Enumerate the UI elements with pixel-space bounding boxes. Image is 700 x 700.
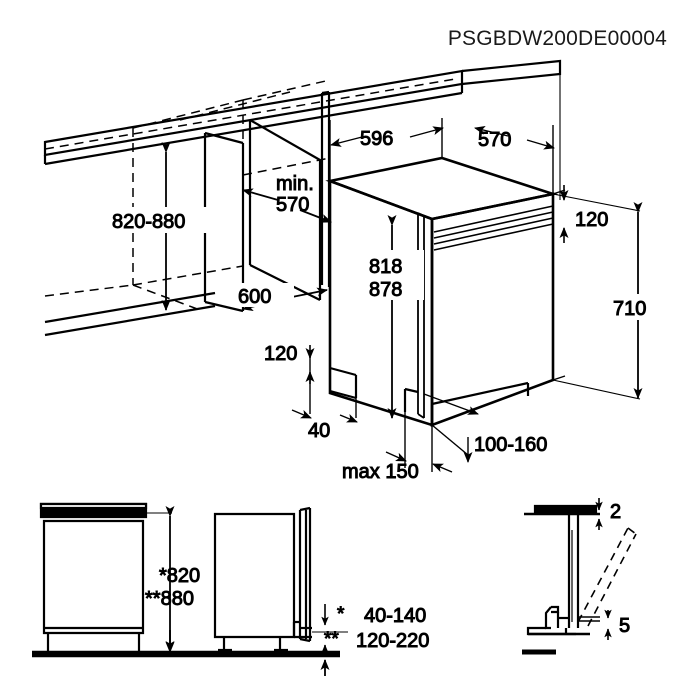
detail-gap-line [578,616,600,622]
dim-label-door-top-gap: 120 [575,209,608,231]
legend-marker-single: * [337,604,345,625]
ground-baseline [32,649,556,658]
dim-label-min-570: 570 [276,194,309,216]
dim-plinth-setback [291,356,358,423]
front-view-worktop [39,502,148,519]
detail-open-door-ghost [577,527,637,627]
worktop-slab [43,69,464,166]
dim-label-detail-top: 2 [610,501,621,523]
side-view-feet [218,637,288,652]
worktop-hidden-edges [44,78,456,150]
dim-label-detail-bottom: 5 [619,615,630,637]
dim-label-door-panel-height: 710 [613,298,646,320]
dim-front-height [143,506,175,653]
dim-label-front-height-star: *820 [159,565,200,587]
dim-label-plinth-setback: 40 [308,420,330,442]
dim-label-foot-adjust: 100-160 [474,434,547,456]
niche-right-stile [320,90,331,287]
dim-label-niche-width: 600 [238,286,271,308]
door-edge-seams [417,212,425,419]
side-view-door [298,506,312,643]
dim-label-appliance-depth: 570 [478,129,511,151]
dim-appliance-width [329,118,444,181]
legend-marker-double: ** [324,629,339,650]
dim-niche-depth-min [242,188,332,223]
detail-door-panel [567,514,580,628]
door-bottom-recess [430,381,530,425]
dim-label-appliance-height-1: 818 [369,256,402,278]
open-door-panel [552,189,566,381]
control-panel-louvres [433,205,554,251]
legend-value-single: 40-140 [364,605,426,627]
dim-label-appliance-width: 596 [360,128,393,150]
dim-label-plinth-height: 120 [264,343,297,365]
dim-label-appliance-height-2: 878 [369,279,402,301]
dim-label-front-height-dstar: **880 [145,588,194,610]
dim-foot-adjust [423,393,479,463]
drawing-code-label: PSGBDW200DE00004 [447,27,667,50]
dim-appliance-depth [474,125,555,194]
plinth-recess-front [403,387,419,412]
front-view-body [42,519,145,635]
floor-band [44,291,216,337]
dim-label-min: min. [276,173,314,195]
dim-label-plinth-recess-max: max 150 [342,461,419,483]
dim-plinth-recess-max [385,412,453,473]
side-view-body [213,512,296,639]
right-reference-lines [552,74,641,400]
detail-worktop [524,504,600,516]
legend-value-double: 120-220 [356,630,429,652]
side-view-plinth-step [292,620,312,639]
cabinet-run-top [461,59,562,86]
dim-label-niche-height: 820-880 [112,211,185,233]
